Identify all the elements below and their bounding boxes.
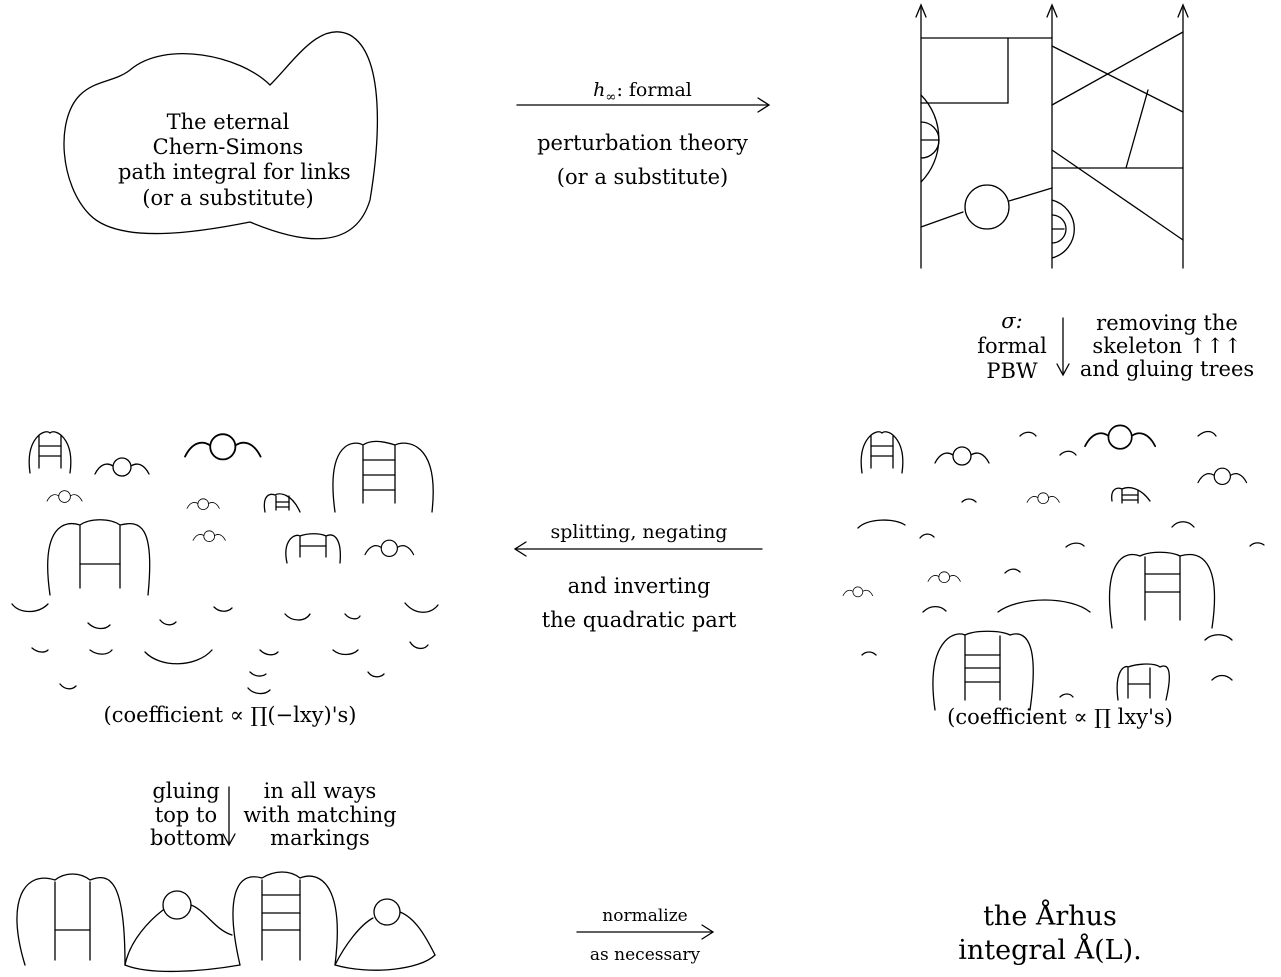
glued-diagram bbox=[16, 871, 436, 973]
coefficient-right: (coefficient ∝ ∏ lxy's) bbox=[947, 705, 1173, 729]
arrow-h-label-top: h∞: formal bbox=[517, 79, 768, 106]
cloud-text: The eternal Chern-Simons path integral f… bbox=[118, 110, 351, 211]
arrow-split-label-top: splitting, negating bbox=[550, 521, 728, 543]
arrow-normalize bbox=[576, 924, 715, 940]
sigma-right-3: and gluing trees bbox=[1079, 357, 1255, 382]
sigma-label-right: removing the skeleton ↑↑↑ and gluing tre… bbox=[1072, 311, 1262, 382]
sigma-right-2: skeleton ↑↑↑ bbox=[1092, 334, 1242, 359]
cloud-line-4: (or a substitute) bbox=[142, 185, 314, 210]
h-label-rest: : formal bbox=[616, 79, 692, 101]
sigma-label-left: σ: formal PBW bbox=[975, 309, 1049, 385]
arrow-h-label-bottom-1: perturbation theory bbox=[537, 131, 748, 155]
gluing-left-3: bottom bbox=[150, 826, 226, 851]
cloud-line-3: path integral for links bbox=[118, 160, 351, 185]
gluing-right-2: with matching bbox=[243, 802, 397, 827]
coefficient-left: (coefficient ∝ ∏(−lxy)'s) bbox=[103, 703, 357, 727]
diagram-cluster-left bbox=[11, 431, 439, 695]
gluing-left-2: top to bbox=[154, 802, 218, 827]
arrow-h-label-bottom: perturbation theory (or a substitute) bbox=[502, 127, 783, 194]
normalize-label-bottom: as necessary bbox=[589, 945, 701, 965]
arrow-split-label-bottom: and inverting the quadratic part bbox=[505, 570, 773, 637]
sigma-right-1: removing the bbox=[1096, 311, 1238, 335]
arrow-gluing bbox=[222, 786, 236, 847]
diagram-cluster-right bbox=[842, 424, 1265, 711]
cloud-line-2: Chern-Simons bbox=[152, 135, 304, 160]
arrow-splitting bbox=[513, 541, 763, 557]
arrow-split-bottom-1: and inverting bbox=[567, 574, 711, 598]
arrow-h-label-bottom-2: (or a substitute) bbox=[556, 164, 729, 189]
sigma-line-1: σ: bbox=[1001, 309, 1023, 333]
result-line-2: integral Å(L). bbox=[958, 934, 1142, 966]
gluing-right-3: markings bbox=[270, 826, 370, 851]
cloud-shape bbox=[63, 31, 378, 240]
arrow-sigma bbox=[1056, 317, 1070, 377]
cloud-line-1: The eternal bbox=[166, 110, 290, 134]
gluing-label-right: in all ways with matching markings bbox=[240, 779, 400, 851]
h-infinity-symbol: h∞ bbox=[593, 79, 617, 105]
result-line-1: the Århus bbox=[983, 901, 1117, 932]
sigma-line-2: formal bbox=[977, 334, 1047, 359]
gluing-right-1: in all ways bbox=[263, 779, 377, 803]
gluing-label-left: gluing top to bottom bbox=[150, 779, 226, 851]
arrow-h-infinity bbox=[516, 97, 771, 113]
normalize-label-top: normalize bbox=[602, 906, 688, 926]
gluing-left-1: gluing bbox=[152, 779, 220, 803]
jacobi-diagram-top-right bbox=[915, 3, 1189, 269]
sigma-line-3: PBW bbox=[986, 359, 1038, 384]
arrow-split-bottom-2: the quadratic part bbox=[541, 607, 737, 632]
arhus-integral-result: the Århus integral Å(L). bbox=[900, 900, 1200, 968]
